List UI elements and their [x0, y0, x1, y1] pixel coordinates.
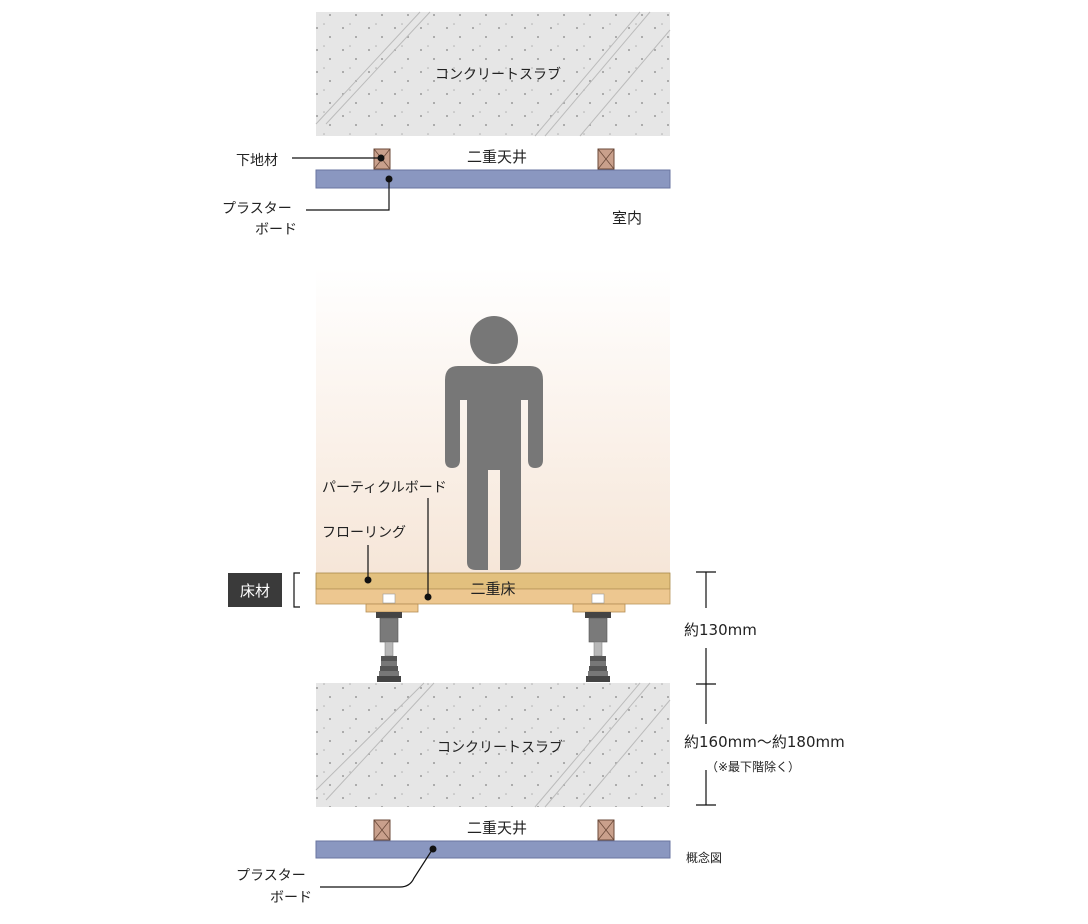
room-label: 室内	[612, 209, 642, 227]
top-slab-label: コンクリートスラブ	[435, 66, 561, 83]
flooring-label: フローリング	[322, 525, 406, 541]
top-ceiling-label: 二重天井	[467, 148, 527, 166]
person-icon	[445, 316, 543, 570]
bottom-plaster-label-line2: ボード	[270, 890, 312, 906]
bottom-plaster-label-line1: プラスター	[236, 868, 306, 884]
flooring-leader-dot	[364, 576, 372, 584]
support-pedestal-left	[365, 593, 419, 682]
slab-thickness-label: 約160mm〜約180mm	[684, 733, 845, 751]
dimension-slab-line	[696, 684, 716, 806]
bottom-concrete-slab: コンクリートスラブ	[315, 682, 671, 808]
dimension-130-label: 約130mm	[684, 621, 757, 639]
double-floor-label: 二重床	[470, 580, 515, 598]
top-plaster-leader-line	[306, 179, 390, 211]
particle-board-leader-dot	[424, 593, 432, 601]
top-plaster-leader-dot	[385, 175, 393, 183]
bottom-plaster-leader-line	[320, 849, 433, 888]
top-substrate-block-right	[597, 148, 615, 170]
top-plaster-label-line1: プラスター	[222, 201, 292, 217]
top-concrete-slab: コンクリートスラブ	[315, 11, 671, 137]
floor-material-badge-label: 床材	[240, 582, 270, 600]
bottom-substrate-block-right	[597, 819, 615, 841]
bottom-slab-label: コンクリートスラブ	[437, 739, 563, 756]
floor-material-badge	[228, 573, 282, 607]
substrate-label: 下地材	[236, 153, 278, 169]
particle-board-layer	[315, 588, 671, 605]
bottom-substrate-block-left	[373, 819, 391, 841]
particle-board-label: パーティクルボード	[322, 480, 447, 496]
bottom-plaster-board	[315, 840, 671, 859]
floor-material-bracket	[293, 572, 300, 608]
substrate-leader-dot	[377, 154, 385, 162]
top-plaster-label-line2: ボード	[255, 222, 297, 238]
diagram-note: 概念図	[686, 850, 722, 865]
support-pedestal-right	[572, 593, 626, 682]
slab-thickness-note: （※最下階除く）	[706, 759, 800, 774]
bottom-plaster-leader-dot	[429, 845, 437, 853]
bottom-ceiling-label: 二重天井	[467, 819, 527, 837]
top-plaster-board	[315, 169, 671, 189]
